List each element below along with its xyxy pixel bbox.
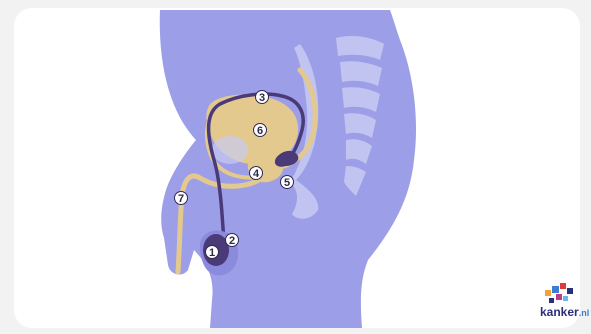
marker-4[interactable]: 4 [250, 167, 263, 181]
marker-6-label: 6 [257, 125, 263, 137]
brand-tld: .nl [579, 308, 590, 318]
prostate-inner [212, 136, 248, 164]
marker-3[interactable]: 3 [256, 91, 269, 105]
marker-4-label: 4 [253, 168, 260, 180]
marker-6[interactable]: 6 [254, 124, 267, 138]
marker-1[interactable]: 1 [206, 246, 219, 260]
brand-name: kanker.nl [540, 305, 589, 319]
marker-2-label: 2 [229, 235, 235, 247]
marker-3-label: 3 [259, 92, 265, 104]
marker-5-label: 5 [284, 177, 290, 189]
marker-1-label: 1 [209, 247, 215, 259]
marker-5[interactable]: 5 [281, 176, 294, 190]
marker-7[interactable]: 7 [175, 192, 188, 206]
marker-7-label: 7 [178, 193, 184, 205]
marker-2[interactable]: 2 [226, 234, 239, 248]
